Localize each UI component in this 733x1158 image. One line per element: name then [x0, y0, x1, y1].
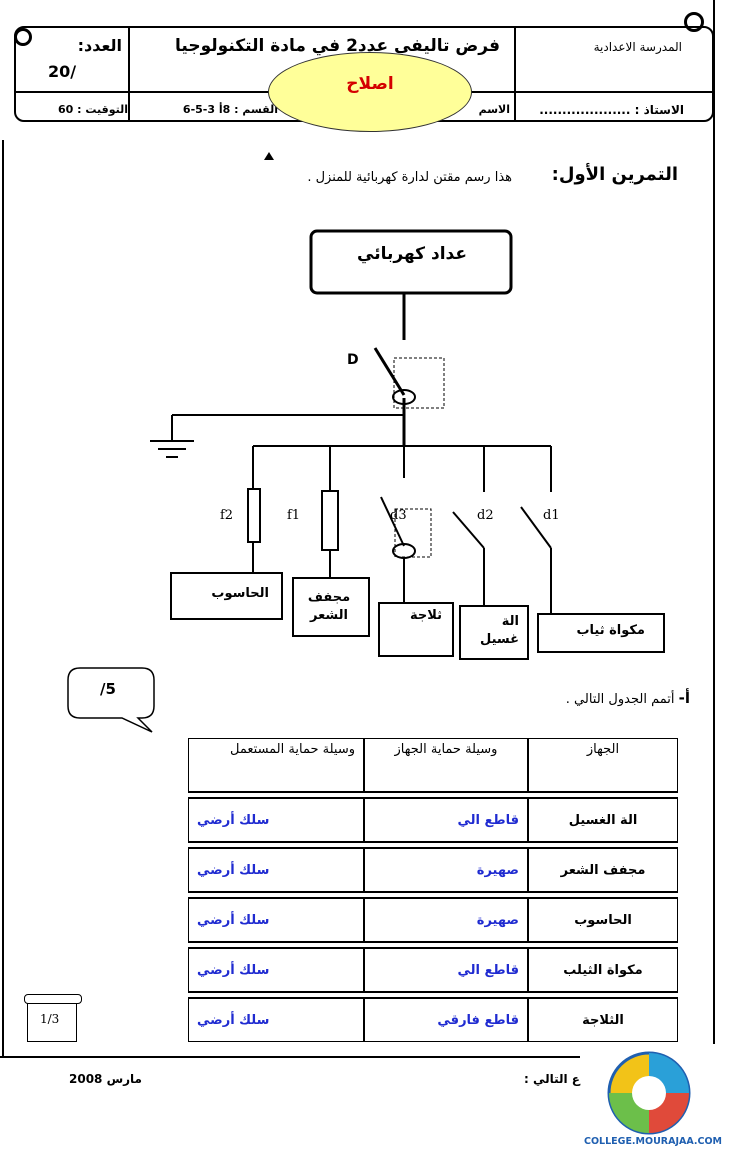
table-cell-user-protection: سلك أرضي — [188, 848, 364, 892]
question-body: أتمم الجدول التالي . — [565, 692, 675, 707]
table-row: الثلاجة قاطع فارقي سلك أرضي — [188, 998, 678, 1042]
table-cell-device: الة الغسيل — [528, 798, 678, 842]
table-cell-device-protection: قاطع الي — [364, 798, 528, 842]
table-row: مجفف الشعر صهيرة سلك أرضي — [188, 848, 678, 892]
footer-site: COLLEGE.MOURAJAA.COM — [584, 1136, 722, 1147]
footer-next-page: ع التالي : — [523, 1072, 580, 1086]
scroll-curl-top-right — [684, 12, 704, 32]
score-bubble — [67, 667, 155, 733]
device-hair-dryer-label: مجفف الشعر — [307, 590, 351, 623]
table-cell-device: مجفف الشعر — [528, 848, 678, 892]
table-cell-user-protection: سلك أرضي — [188, 948, 364, 992]
meter-label: عداد كهربائي — [357, 244, 467, 264]
fuse-label-f2: f2 — [220, 508, 234, 523]
table-cell-user-protection: سلك أرضي — [188, 898, 364, 942]
exercise-intro: هذا رسم مقتن لدارة كهربائية للمنزل . — [307, 170, 512, 185]
breaker-label-d1: d1 — [543, 508, 560, 523]
grade-label: العدد: — [77, 36, 122, 55]
question-text: أ- أتمم الجدول التالي . — [500, 689, 690, 707]
page-border-bottom — [0, 1056, 580, 1058]
table-row: الحاسوب صهيرة سلك أرضي — [188, 898, 678, 942]
footer-date: مارس 2008 — [69, 1072, 142, 1086]
table-cell-device: الحاسوب — [528, 898, 678, 942]
teacher-label: الاستاذ : .................... — [539, 103, 684, 117]
circuit-diagram — [150, 229, 552, 614]
device-hair-dryer: مجفف الشعر — [292, 577, 370, 637]
table-header-device: الجهاز — [528, 738, 678, 792]
table-header-row: الجهاز وسيلة حماية الجهاز وسيلة حماية ال… — [188, 738, 678, 792]
protection-table: الجهاز وسيلة حماية الجهاز وسيلة حماية ال… — [188, 738, 678, 1042]
table-cell-device-protection: صهيرة — [364, 848, 528, 892]
table-cell-device-protection: قاطع الي — [364, 948, 528, 992]
device-iron-label: مكواة ثياب — [576, 623, 645, 638]
grade-total: 20/ — [48, 62, 77, 81]
table-cell-device: مكواة الثيلب — [528, 948, 678, 992]
device-washing-machine-label: الة غسيل — [479, 614, 519, 647]
switch-label: D — [347, 352, 359, 368]
page-border-left — [2, 140, 4, 1056]
site-logo — [607, 1051, 691, 1135]
table-header-device-protection: وسيلة حماية الجهاز — [364, 738, 528, 792]
score-bubble-text: /5 — [100, 680, 116, 698]
device-computer: الحاسوب — [170, 572, 283, 620]
correction-badge: اصلاح — [268, 52, 472, 132]
device-washing-machine: الة غسيل — [459, 605, 529, 660]
name-label: الاسم — [478, 103, 510, 116]
table-cell-user-protection: سلك أرضي — [188, 998, 364, 1042]
page-border-right — [713, 0, 715, 1044]
page-number-curl — [24, 994, 82, 1004]
table-header-user-protection: وسيلة حماية المستعمل — [188, 738, 364, 792]
fuse-label-f1: f1 — [287, 508, 301, 523]
breaker-label-d2: d2 — [477, 508, 494, 523]
page-number: 1/3 — [40, 1012, 60, 1026]
table-cell-user-protection: سلك أرضي — [188, 798, 364, 842]
time-label: التوقيت : 60 — [58, 103, 128, 116]
cursor-icon — [264, 152, 274, 160]
question-prefix: أ- — [678, 689, 690, 707]
device-fridge: ثلاجة — [378, 602, 454, 657]
device-fridge-label: ثلاجة — [409, 608, 442, 623]
school-name: المدرسة الاعدادية — [593, 40, 682, 54]
device-iron: مكواة ثياب — [537, 613, 665, 653]
exam-title: فرض تاليفي عدد2 في مادة التكنولوجيا — [175, 36, 500, 56]
table-row: مكواة الثيلب قاطع الي سلك أرضي — [188, 948, 678, 992]
table-cell-device-protection: قاطع فارقي — [364, 998, 528, 1042]
exercise-title: التمرين الأول: — [551, 164, 678, 185]
device-computer-label: الحاسوب — [211, 586, 269, 601]
table-cell-device: الثلاجة — [528, 998, 678, 1042]
class-label: القسم : 8أ 3-5-6 — [182, 103, 278, 116]
table-cell-device-protection: صهيرة — [364, 898, 528, 942]
table-row: الة الغسيل قاطع الي سلك أرضي — [188, 798, 678, 842]
breaker-label-d3: d3 — [390, 508, 407, 523]
